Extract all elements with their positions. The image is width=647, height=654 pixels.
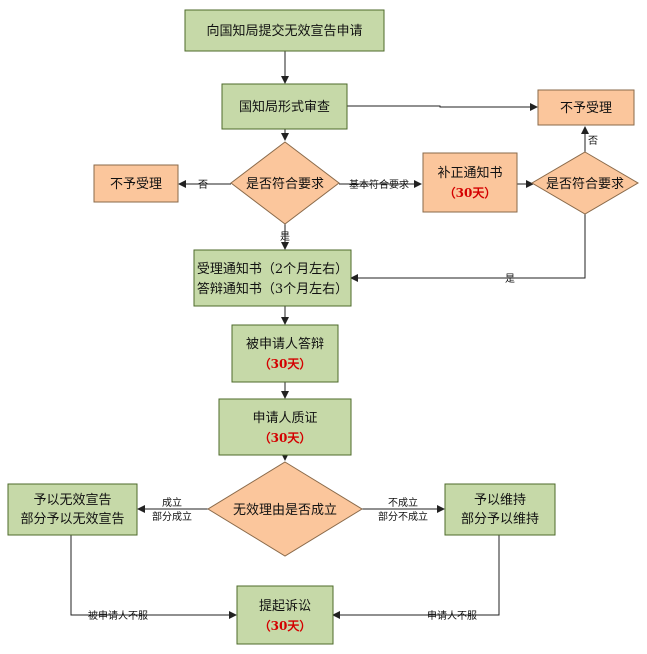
node-reject-left: 不予受理 [93, 164, 179, 203]
node-respond-label: 被申请人答辩 [246, 336, 324, 352]
node-respond: 被申请人答辩 （30天） [231, 324, 339, 383]
edge-label-no-left: 否 [198, 179, 208, 191]
node-reject-right: 不予受理 [537, 89, 635, 126]
node-formal-review-label: 国知局形式审查 [239, 99, 330, 115]
edge-label-valid-2: 部分成立 [152, 510, 192, 523]
node-decision-label: 无效理由是否成立 [233, 503, 337, 518]
edge-label-applicant-unsatisfied: 申请人不服 [427, 609, 477, 622]
edge-review-to-reject [347, 103, 538, 111]
node-maintain: 予以维持 部分予以维持 [444, 483, 556, 536]
node-lawsuit: 提起诉讼 （30天） [236, 585, 334, 645]
node-submit: 向国知局提交无效宣告申请 [184, 9, 385, 52]
node-check1: 是否符合要求 [230, 141, 340, 225]
edge-check2-to-notice [350, 214, 586, 282]
node-check1-label: 是否符合要求 [246, 176, 324, 192]
node-respond-days: （30天） [259, 356, 312, 371]
node-correction-days: （30天） [444, 185, 497, 200]
node-check2: 是否符合要求 [531, 151, 639, 215]
edge-invalid-to-lawsuit [70, 535, 237, 619]
node-crossexam-days: （30天） [259, 430, 312, 445]
node-lawsuit-label: 提起诉讼 [259, 598, 311, 614]
node-correction: 补正通知书 （30天） [422, 152, 518, 213]
node-maintain-line2: 部分予以维持 [461, 512, 539, 527]
node-lawsuit-days: （30天） [259, 618, 312, 633]
edge-maintain-to-lawsuit [332, 535, 500, 619]
edge-label-no-up: 否 [586, 135, 598, 146]
node-reject-left-label: 不予受理 [110, 177, 162, 192]
connectors [70, 51, 589, 619]
node-check2-label: 是否符合要求 [546, 176, 624, 192]
node-notice: 受理通知书（2个月左右） 答辩通知书（3个月左右） [193, 249, 352, 307]
node-maintain-line1: 予以维持 [474, 493, 526, 508]
node-notice-line1: 受理通知书（2个月左右） [197, 261, 348, 277]
edge-label-yes-down: 是 [280, 231, 290, 243]
node-invalid: 予以无效宣告 部分予以无效宣告 [7, 483, 138, 536]
node-correction-label: 补正通知书 [437, 165, 502, 181]
edge-label-valid-1: 成立 [162, 496, 182, 509]
edge-label-invalid-2: 部分不成立 [378, 510, 428, 523]
node-reject-right-label: 不予受理 [560, 101, 612, 116]
edge-label-respondent-unsatisfied: 被申请人不服 [88, 609, 148, 622]
edge-label-yes-right: 是 [505, 273, 515, 285]
edge-label-invalid-1: 不成立 [388, 496, 418, 509]
node-submit-label: 向国知局提交无效宣告申请 [206, 23, 362, 39]
node-decision: 无效理由是否成立 [207, 461, 363, 557]
node-crossexam-label: 申请人质证 [252, 411, 317, 426]
edge-label-basic: 基本符合要求 [349, 178, 409, 191]
node-crossexam: 申请人质证 （30天） [218, 398, 352, 456]
node-invalid-line1: 予以无效宣告 [33, 492, 111, 508]
node-invalid-line2: 部分予以无效宣告 [20, 511, 124, 527]
node-formal-review: 国知局形式审查 [221, 83, 348, 130]
node-notice-line2: 答辩通知书（3个月左右） [197, 281, 348, 297]
